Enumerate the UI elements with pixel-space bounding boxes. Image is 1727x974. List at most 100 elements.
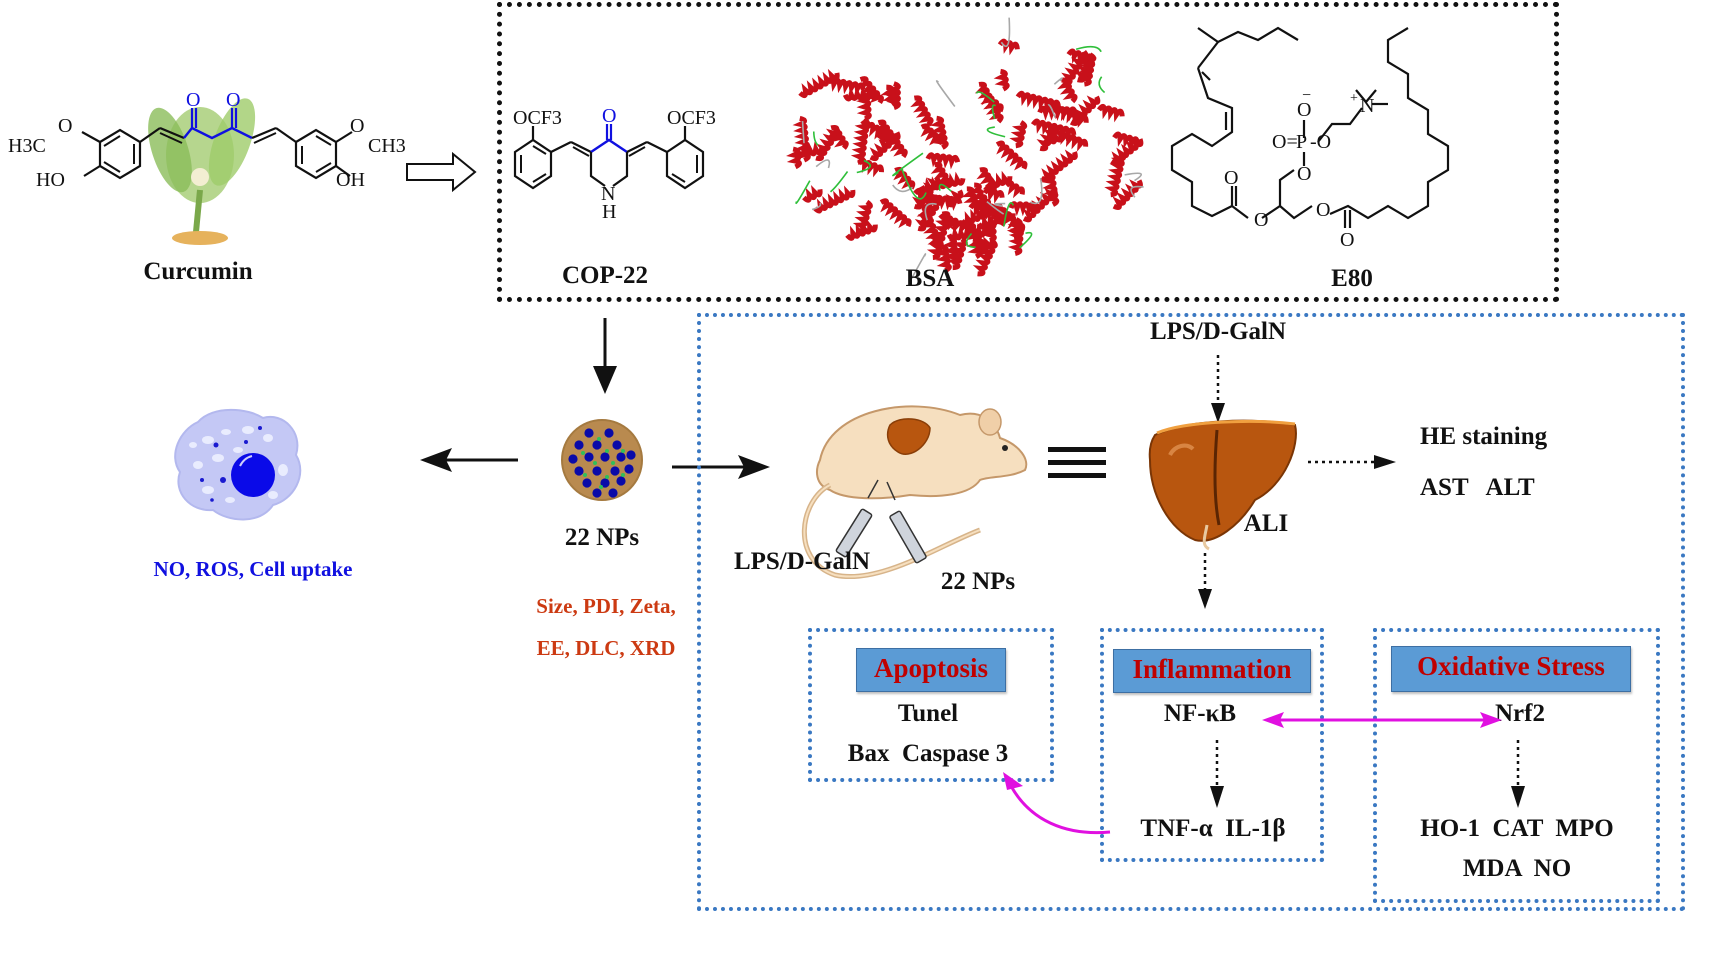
helix-segment — [875, 119, 908, 159]
np-drug-dot — [592, 466, 602, 476]
readout-he-staining: HE staining — [1420, 423, 1548, 450]
atom-label: H3C — [8, 135, 46, 157]
loop-segment — [1047, 104, 1056, 118]
atom-label: HO — [36, 169, 65, 191]
apoptosis-header: Apoptosis — [856, 648, 1006, 692]
mouse-icon — [801, 405, 1028, 579]
np-green-dot — [581, 451, 585, 455]
loop-segment — [1019, 231, 1033, 249]
helix-segment — [968, 182, 990, 216]
helix-segment — [1061, 50, 1089, 85]
helix-segment — [930, 115, 949, 150]
loop-segment — [935, 80, 956, 107]
np-green-dot — [583, 473, 587, 477]
curcumin-label: Curcumin — [143, 258, 253, 285]
np-green-dot — [621, 449, 625, 453]
hollow-arrow-icon — [406, 151, 477, 193]
helix-segment — [856, 92, 872, 122]
atom-label: OCF3 — [667, 107, 716, 129]
atom-label: O — [58, 115, 72, 137]
helix-segment — [982, 186, 1005, 204]
atom-label: CH3 — [368, 135, 406, 157]
helix-segment — [798, 68, 840, 99]
np-drug-dot — [584, 452, 594, 462]
crosstalk-arrow-icon — [1262, 712, 1502, 728]
inducer-label: LPS/D-GalN — [1149, 318, 1287, 345]
loop-segment — [1029, 177, 1043, 205]
helix-segment — [792, 115, 811, 163]
loop-segment — [991, 104, 997, 119]
antioxidant-markers-line2: MDA NO — [1462, 855, 1572, 882]
helix-segment — [1096, 103, 1125, 123]
syringe-icon — [886, 481, 927, 564]
apoptosis-box — [808, 628, 1054, 782]
loop-segment — [1075, 45, 1102, 53]
dotted-down-arrow-icon — [1511, 740, 1525, 808]
loop-segment — [1003, 202, 1014, 227]
svg-text:-O: -O — [1310, 131, 1331, 153]
equivalence-icon — [1048, 447, 1106, 478]
helix-segment — [913, 187, 940, 208]
loop-segment — [900, 168, 927, 200]
np-drug-dot — [610, 466, 620, 476]
helix-segment — [1074, 57, 1096, 83]
dotted-right-arrow-icon — [1308, 455, 1396, 469]
np-green-dot — [593, 461, 597, 465]
curcumin-structure: O H3C HO O O O CH3 OH — [8, 89, 406, 245]
atom-label: − — [1302, 87, 1311, 104]
loop-segment — [924, 202, 937, 221]
liver-icon — [1148, 419, 1297, 551]
np-drug-dot — [584, 428, 594, 438]
loop-segment — [938, 183, 952, 192]
e80-structure: O O O O O O= P -O O N + − — [1170, 26, 1450, 251]
mouse-injection-right-label: 22 NPs — [940, 568, 1016, 595]
loop-segment — [975, 91, 995, 103]
loop-segment — [994, 202, 1006, 207]
helix-segment — [1009, 120, 1028, 149]
helix-segment — [825, 76, 866, 97]
components-box — [497, 2, 1559, 302]
bsa-protein-image — [786, 17, 1144, 280]
antioxidant-markers-line1: HO-1 CAT MPO — [1420, 815, 1614, 842]
atom-label: H — [602, 201, 616, 223]
right-arrow-icon — [672, 455, 770, 479]
atom-label: O — [226, 89, 240, 111]
loop-segment — [965, 232, 976, 249]
helix-segment — [1022, 187, 1058, 223]
atom-label: + — [1350, 91, 1358, 106]
apoptosis-marker-tunel: Tunel — [897, 700, 959, 727]
dotted-down-arrow-icon — [1210, 740, 1224, 808]
svg-text:O=: O= — [1272, 131, 1298, 153]
helix-segment — [993, 68, 1010, 92]
down-arrow-icon — [593, 318, 617, 394]
svg-text:O: O — [1224, 167, 1238, 189]
np-green-dot — [599, 485, 603, 489]
cell-assays-label: NO, ROS, Cell uptake — [153, 557, 353, 581]
np-green-dot — [621, 473, 625, 477]
np-drug-dot — [600, 452, 610, 462]
np-drug-dot — [582, 478, 592, 488]
helix-segment — [858, 76, 885, 105]
helix-segment — [997, 38, 1020, 56]
atom-label: OH — [336, 169, 365, 191]
loop-segment — [1000, 17, 1011, 48]
helix-segment — [813, 185, 856, 214]
bsa-label: BSA — [905, 265, 955, 292]
nfkb-label: NF-κB — [1163, 700, 1237, 727]
np-drug-dot — [568, 454, 578, 464]
np-green-dot — [611, 461, 615, 465]
cytokine-to-apoptosis-arrow-icon — [1003, 772, 1111, 835]
atom-label: O — [186, 89, 200, 111]
macrophage-cell-icon — [174, 408, 302, 521]
loop-segment — [1098, 76, 1106, 94]
helix-segment — [972, 239, 998, 277]
svg-text:O: O — [1254, 209, 1268, 231]
helix-segment — [910, 95, 934, 127]
dotted-down-arrow-icon — [1198, 553, 1212, 609]
syringe-icon — [835, 479, 879, 558]
helix-segment — [1055, 129, 1089, 152]
nrf2-label: Nrf2 — [1495, 700, 1545, 727]
helix-segment — [1008, 201, 1038, 217]
np-green-dot — [605, 475, 609, 479]
np-drug-dot — [592, 440, 602, 450]
